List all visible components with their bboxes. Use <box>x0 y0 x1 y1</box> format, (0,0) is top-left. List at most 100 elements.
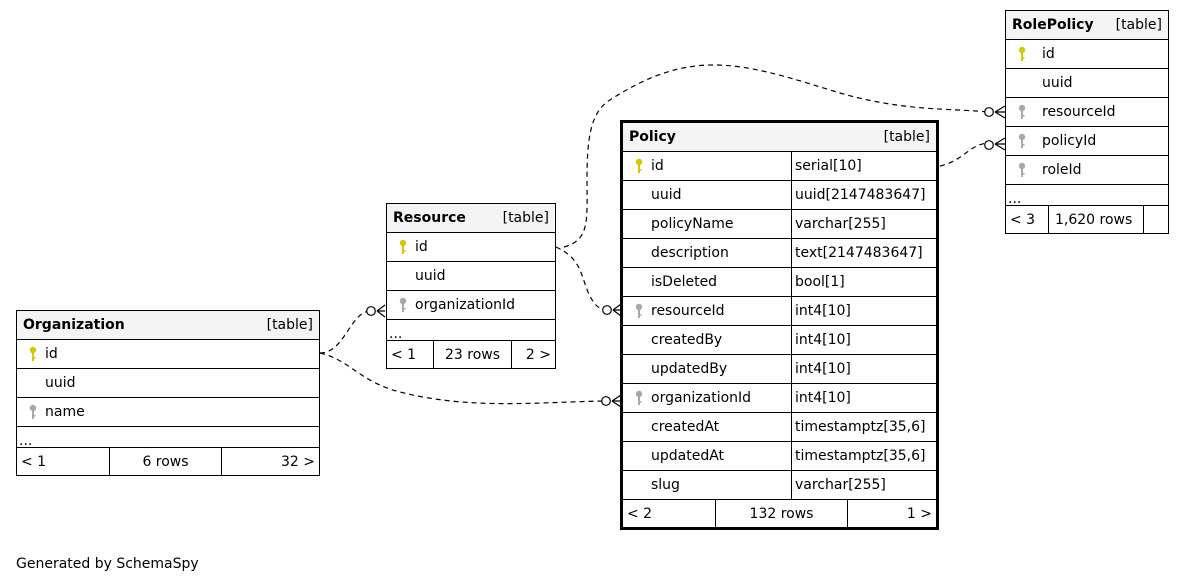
column-type: int4[10] <box>791 384 936 412</box>
column-type: varchar[255] <box>791 210 936 238</box>
column-name: uuid <box>45 375 76 391</box>
column-row[interactable]: id <box>17 340 319 369</box>
column-name: resourceId <box>1042 104 1116 120</box>
table-type: [table] <box>1115 17 1162 33</box>
column-row[interactable]: updatedAt timestamptz[35,6] <box>623 442 936 471</box>
footer-empty-cell <box>1143 206 1168 233</box>
column-type: timestamptz[35,6] <box>791 442 936 470</box>
column-type: varchar[255] <box>791 471 936 499</box>
table-footer: < 1 6 rows 32 > <box>17 448 319 475</box>
column-name: description <box>651 245 729 261</box>
column-name: roleId <box>1042 162 1082 178</box>
column-name: updatedAt <box>651 448 725 464</box>
children-link[interactable]: 2 > <box>511 341 555 368</box>
column-name: organizationId <box>415 297 516 313</box>
primary-key-icon <box>629 156 649 176</box>
column-type: uuid[2147483647] <box>791 181 936 209</box>
column-row[interactable]: id serial[10] <box>623 152 936 181</box>
foreign-key-icon <box>1012 160 1032 180</box>
primary-key-icon <box>23 344 43 364</box>
column-name: policyName <box>651 216 734 232</box>
column-type: serial[10] <box>791 152 936 180</box>
column-name: uuid <box>651 187 682 203</box>
column-row[interactable]: uuid <box>387 262 555 291</box>
column-row[interactable]: resourceId int4[10] <box>623 297 936 326</box>
rel-resource-policy <box>555 246 608 311</box>
column-name: createdBy <box>651 332 723 348</box>
parents-link[interactable]: < 2 <box>627 505 653 522</box>
table-name[interactable]: Resource <box>393 210 466 226</box>
foreign-key-icon <box>1012 102 1032 122</box>
column-type: int4[10] <box>791 355 936 383</box>
table-type: [table] <box>883 129 930 145</box>
column-row[interactable]: policyName varchar[255] <box>623 210 936 239</box>
column-name: name <box>45 404 85 420</box>
column-name: uuid <box>1042 75 1073 91</box>
table-rolepolicy: RolePolicy [table] id uuid resourceId po… <box>1005 10 1169 234</box>
children-link[interactable]: 32 > <box>221 448 319 475</box>
primary-key-icon <box>1012 44 1032 64</box>
table-footer: < 1 23 rows 2 > <box>387 341 555 368</box>
table-organization: Organization [table] id uuid name ... < … <box>16 310 320 476</box>
table-name[interactable]: Organization <box>23 317 125 333</box>
foreign-key-icon <box>393 295 413 315</box>
primary-key-icon <box>393 237 413 257</box>
column-row[interactable]: updatedBy int4[10] <box>623 355 936 384</box>
generator-credit: Generated by SchemaSpy <box>16 556 199 572</box>
column-row[interactable]: organizationId <box>387 291 555 320</box>
column-row[interactable]: id <box>387 233 555 262</box>
column-row[interactable]: uuid <box>17 369 319 398</box>
table-header: Organization [table] <box>17 311 319 340</box>
parents-link[interactable]: < 3 <box>1010 211 1036 228</box>
rel-resource-rolepolicy <box>563 64 989 248</box>
more-columns: ... <box>17 427 319 448</box>
column-name: resourceId <box>651 303 725 319</box>
parents-link[interactable]: < 1 <box>391 346 417 363</box>
column-row[interactable]: id <box>1006 40 1168 69</box>
table-footer: < 2 132 rows 1 > <box>623 500 936 527</box>
table-name[interactable]: Policy <box>629 129 676 145</box>
column-name: id <box>1042 46 1055 62</box>
column-row[interactable]: uuid <box>1006 69 1168 98</box>
rel-policy-rolepolicy <box>939 142 989 167</box>
children-link[interactable]: 1 > <box>847 500 936 527</box>
column-row[interactable]: uuid uuid[2147483647] <box>623 181 936 210</box>
row-count: 6 rows <box>109 448 221 475</box>
table-name[interactable]: RolePolicy <box>1012 17 1094 33</box>
column-name: updatedBy <box>651 361 728 377</box>
table-header: RolePolicy [table] <box>1006 11 1168 40</box>
column-name: id <box>45 346 58 362</box>
column-name: slug <box>651 477 680 493</box>
parents-link[interactable]: < 1 <box>21 453 47 470</box>
column-row[interactable]: slug varchar[255] <box>623 471 936 500</box>
table-resource: Resource [table] id uuid organizationId … <box>386 203 556 369</box>
column-name: isDeleted <box>651 274 718 290</box>
table-policy: Policy [table] id serial[10] uuid uuid[2147… <box>620 120 939 530</box>
table-footer: < 3 1,620 rows <box>1006 206 1168 233</box>
column-row[interactable]: policyId <box>1006 127 1168 156</box>
foreign-key-icon <box>1012 131 1032 151</box>
table-type: [table] <box>266 317 313 333</box>
column-name: organizationId <box>651 390 752 406</box>
column-name: id <box>415 239 428 255</box>
column-name: createdAt <box>651 419 720 435</box>
column-row[interactable]: organizationId int4[10] <box>623 384 936 413</box>
column-row[interactable]: roleId <box>1006 156 1168 185</box>
more-columns: ... <box>1006 185 1168 206</box>
foreign-key-icon <box>23 402 43 422</box>
column-row[interactable]: createdAt timestamptz[35,6] <box>623 413 936 442</box>
column-row[interactable]: resourceId <box>1006 98 1168 127</box>
column-row[interactable]: name <box>17 398 319 427</box>
column-type: int4[10] <box>791 297 936 325</box>
rel-organization-policy <box>319 352 606 405</box>
column-name: policyId <box>1042 133 1097 149</box>
more-columns: ... <box>387 320 555 341</box>
column-name: id <box>651 158 664 174</box>
row-count: 1,620 rows <box>1048 206 1143 233</box>
table-type: [table] <box>502 210 549 226</box>
row-count: 132 rows <box>715 500 847 527</box>
column-type: timestamptz[35,6] <box>791 413 936 441</box>
